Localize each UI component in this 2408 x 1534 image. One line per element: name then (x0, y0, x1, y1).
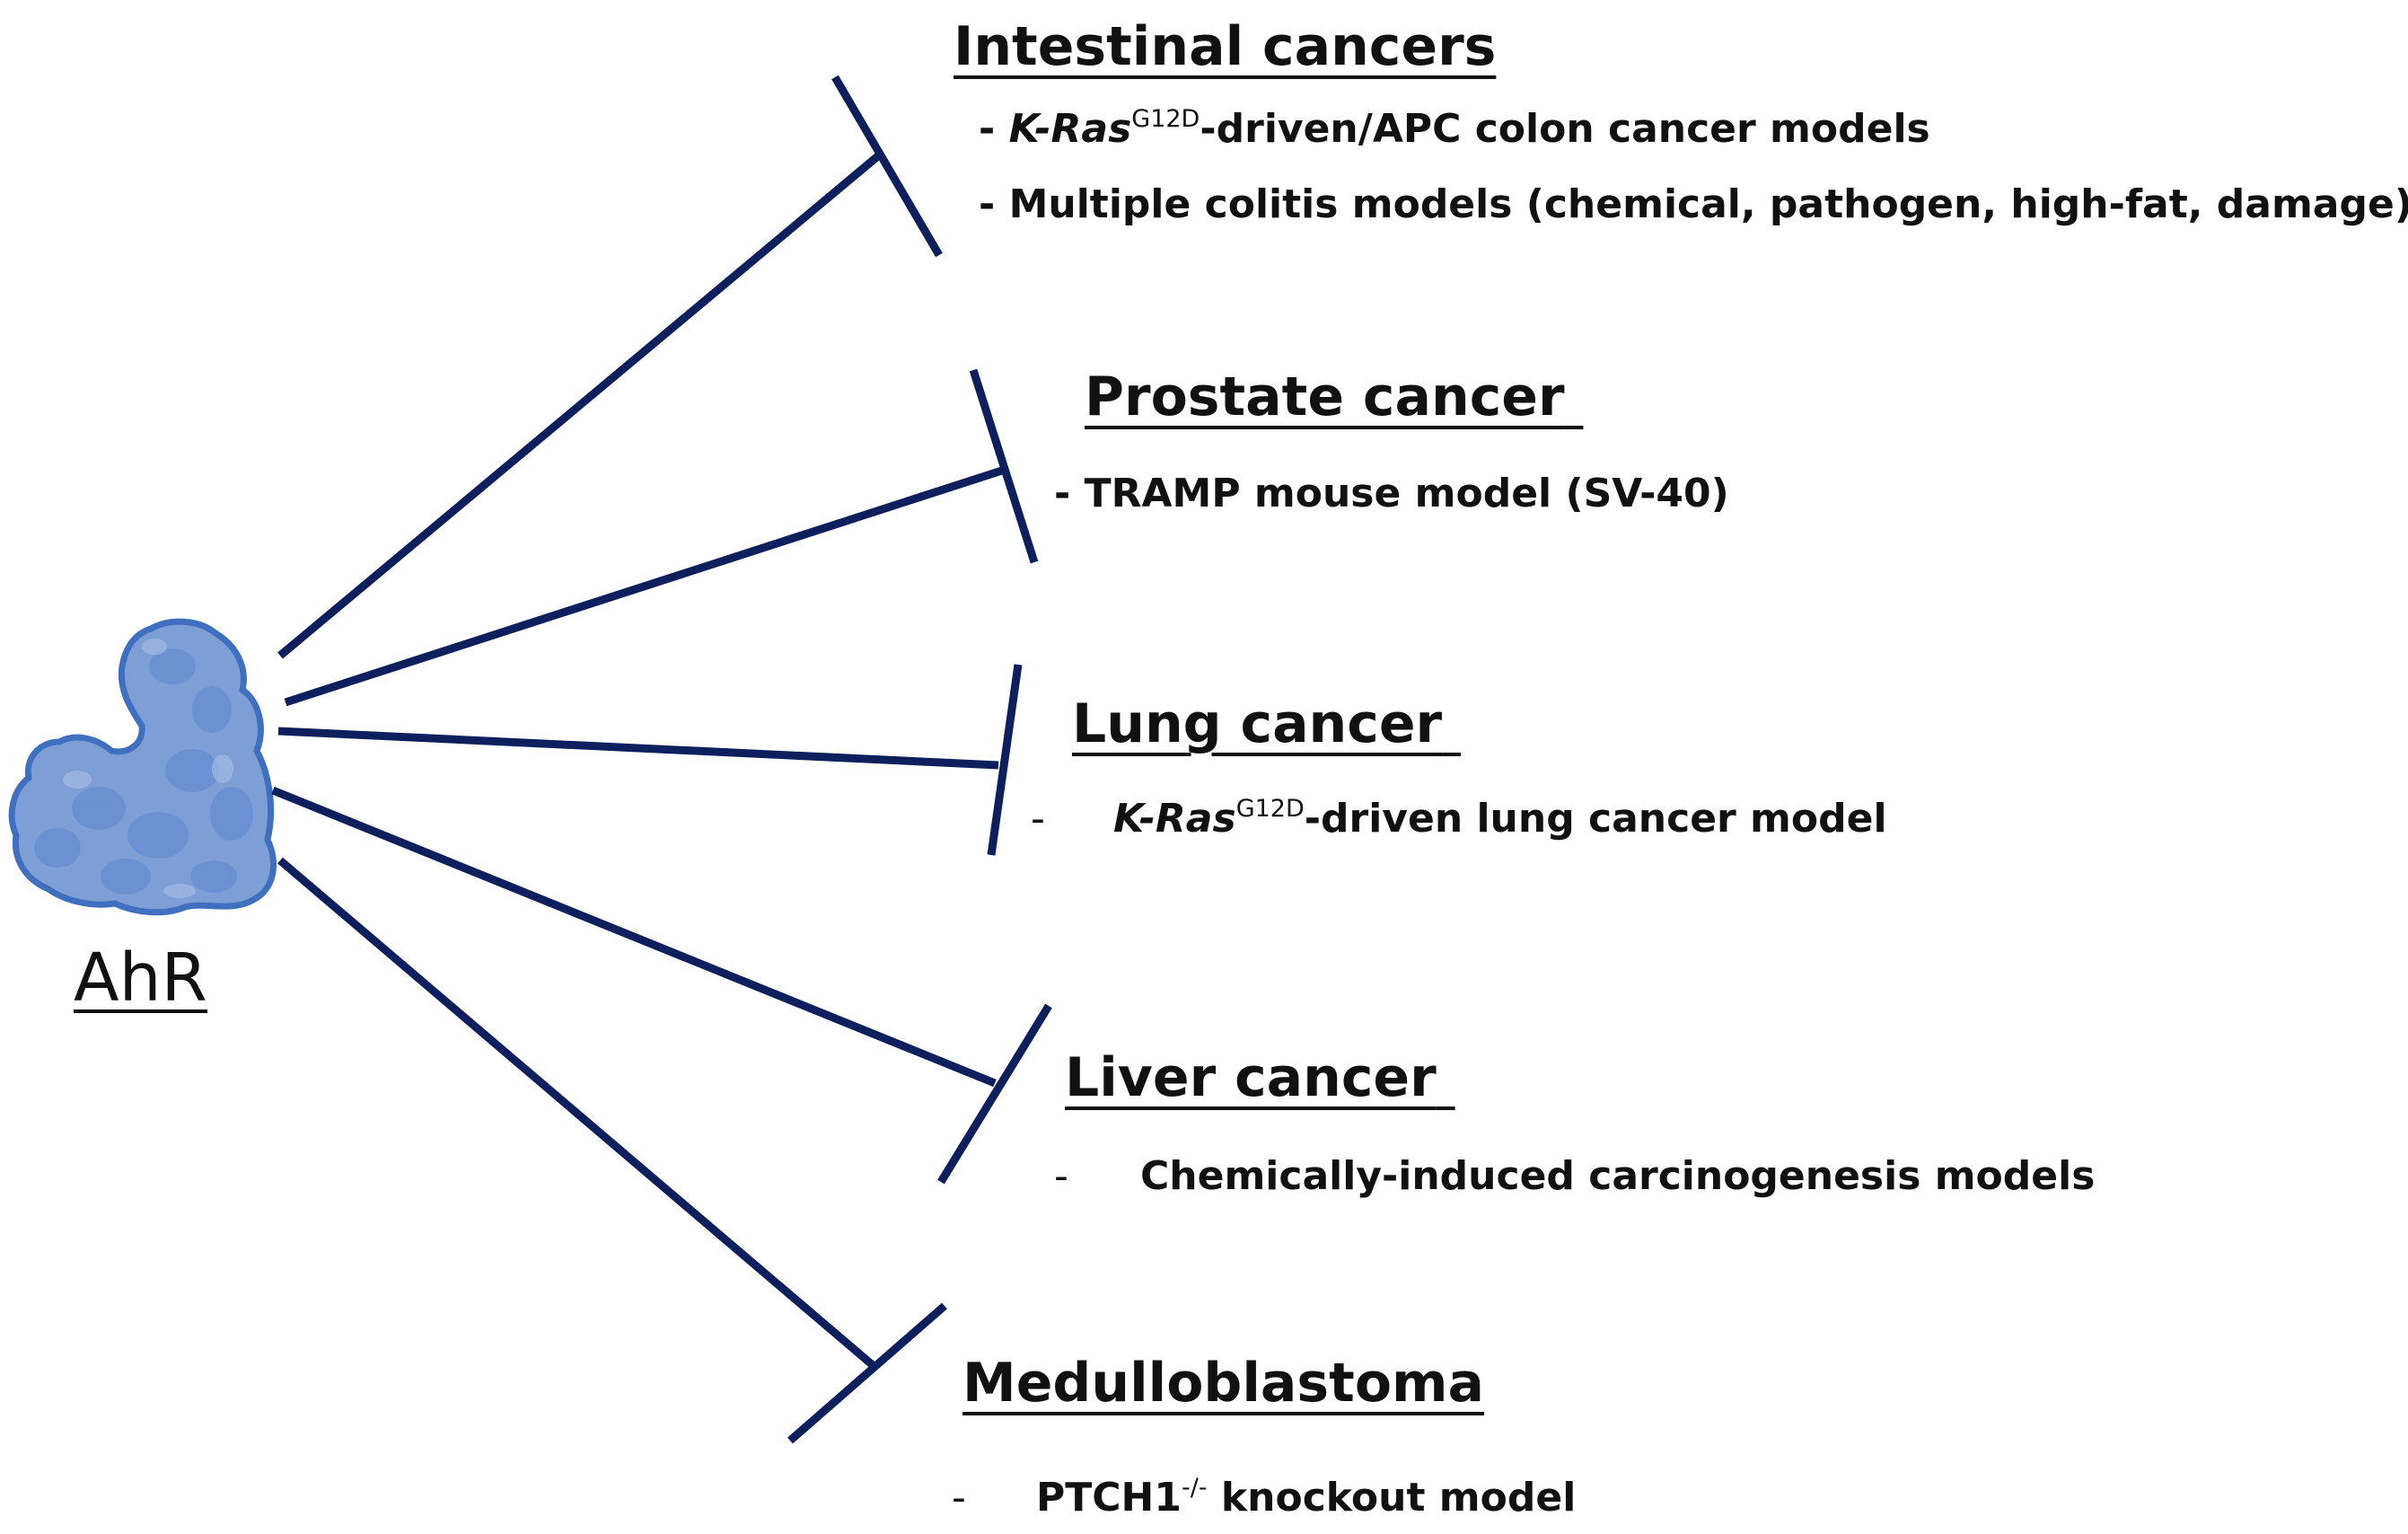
inhibition-arrow-liver (271, 786, 1052, 1185)
heading-lung-cancer: Lung cancer (1072, 697, 1461, 751)
inhibition-arrow-prostate (284, 368, 1039, 707)
item-text: Chemically-induced carcinogenesis models (1140, 1153, 2096, 1199)
protein-highlight (163, 884, 196, 898)
protein-bump (192, 686, 232, 733)
protein-bump (190, 860, 237, 893)
gene-name: K-Ras (1113, 796, 1236, 842)
inhibition-bar (937, 1003, 1052, 1185)
heading-prostate-cancer: Prostate cancer (1085, 370, 1583, 424)
heading-intestinal-cancers: Intestinal cancers (954, 20, 1496, 74)
protein-highlight (63, 771, 92, 789)
heading-text: Lung cancer (1072, 692, 1443, 755)
inhibition-arrow-medulloblastoma (277, 857, 947, 1444)
protein-bump (127, 812, 189, 859)
item-dash: - (1054, 471, 1085, 516)
protein-bump (210, 787, 253, 841)
gene-name: PTCH1 (1036, 1475, 1182, 1521)
item-liver-chemical: -Chemically-induced carcinogenesis model… (1054, 1157, 2095, 1196)
ahr-label: AhR (74, 939, 207, 1017)
ahr-protein-icon (8, 618, 277, 916)
inhibition-line (271, 786, 997, 1088)
protein-highlight (212, 754, 233, 783)
protein-highlight (142, 639, 167, 655)
gene-superscript: G12D (1235, 795, 1305, 823)
inhibition-arrow-intestinal (277, 75, 943, 659)
item-text: Multiple colitis models (chemical, patho… (1008, 181, 2408, 227)
protein-bump (165, 749, 219, 792)
inhibition-line (277, 857, 875, 1369)
item-dash: - (1054, 1153, 1068, 1199)
protein-bump (72, 787, 126, 830)
heading-text: Prostate cancer (1085, 366, 1565, 428)
heading-liver-cancer: Liver cancer (1065, 1051, 1455, 1105)
inhibition-bar (987, 664, 1023, 856)
item-intestinal-colitis: - Multiple colitis models (chemical, pat… (979, 185, 2408, 225)
inhibition-bar (969, 368, 1039, 564)
gene-superscript: G12D (1131, 105, 1200, 133)
inhibition-line (277, 727, 999, 770)
protein-bump (101, 859, 151, 895)
ahr-protein-highlights (63, 639, 233, 898)
item-lung-kras: - K-RasG12D-driven lung cancer model (1031, 796, 1887, 842)
ahr-protein-texture (34, 648, 253, 895)
inhibition-line (284, 464, 1009, 707)
gene-name: K-Ras (1008, 106, 1132, 152)
item-dash: - (979, 181, 1009, 227)
item-dash: - (1031, 796, 1045, 842)
item-dash: - (979, 106, 1009, 152)
gene-superscript: -/- (1182, 1474, 1208, 1502)
item-prostate-tramp: - TRAMP mouse model (SV-40) (1054, 474, 1729, 514)
heading-text: Liver cancer (1065, 1046, 1437, 1109)
inhibition-arrow-lung (277, 664, 1023, 856)
item-intestinal-kras: - K-RasG12D-driven/APC colon cancer mode… (979, 107, 1930, 149)
heading-text: Intestinal cancers (954, 15, 1497, 78)
item-text: TRAMP mouse model (SV-40) (1084, 471, 1729, 516)
inhibition-bar (831, 75, 943, 258)
inhibition-line (277, 151, 883, 659)
inhibition-arrows (271, 75, 1052, 1444)
inhibition-bar (787, 1302, 947, 1444)
item-text: -driven/APC colon cancer models (1200, 106, 1930, 152)
protein-bump (149, 648, 196, 684)
heading-text: Medulloblastoma (962, 1352, 1485, 1415)
item-medulloblastoma-ptch1: - PTCH1-/- knockout model (952, 1475, 1577, 1521)
item-text: -driven lung cancer model (1304, 796, 1887, 842)
item-dash: - (952, 1475, 966, 1521)
protein-bump (34, 828, 81, 868)
heading-medulloblastoma: Medulloblastoma (962, 1356, 1484, 1410)
item-text: knockout model (1207, 1475, 1577, 1521)
